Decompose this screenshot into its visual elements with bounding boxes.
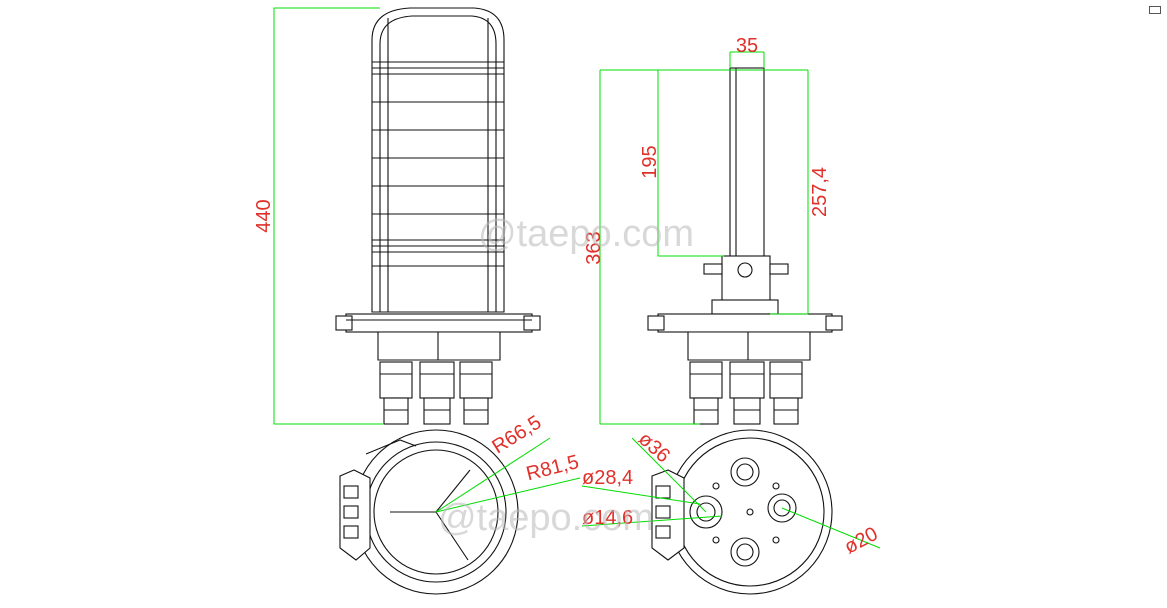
dim-label-363: 363 [583, 231, 605, 264]
bottom-view-latch [651, 469, 685, 561]
dome-outline [371, 7, 505, 313]
dim-label-257-4: 257,4 [809, 167, 831, 217]
front-base [377, 331, 501, 361]
side-view: 35 363 195 257,4 [583, 35, 843, 425]
dim-label-o36: ø36 [634, 428, 674, 467]
dim-label-195: 195 [639, 145, 661, 178]
dim-label-o14-6: ø14,6 [582, 507, 633, 529]
front-clamp-flange [345, 313, 533, 333]
side-clamp-flange [657, 313, 833, 333]
dim-label-o20: ø20 [841, 523, 882, 559]
side-base [687, 331, 811, 361]
dim-label-r66-5: R66,5 [488, 411, 545, 458]
watermark-lower: @taepo.com [438, 497, 654, 539]
watermark-upper: @taepo.com [478, 213, 694, 255]
dome-ribs [372, 18, 504, 312]
side-cable-ports [689, 361, 803, 425]
top-view: R66,5 R81,5 [339, 411, 581, 595]
front-view: 440 [253, 7, 541, 425]
top-view-latch [339, 439, 417, 561]
dim-label-440: 440 [253, 199, 275, 232]
dim-label-o28-4: ø28,4 [582, 467, 633, 489]
window-restore-icon[interactable] [1149, 6, 1161, 14]
dim-label-35: 35 [736, 35, 758, 57]
front-cable-ports [379, 361, 493, 425]
mount-pole [729, 67, 765, 259]
